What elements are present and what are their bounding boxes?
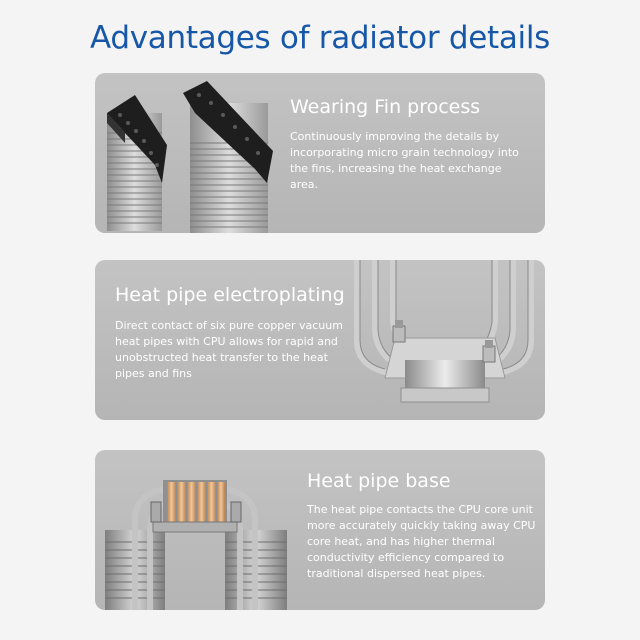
section-description: Direct contact of six pure copper vacuum… (115, 319, 343, 380)
heat-pipes-icon (354, 260, 534, 403)
section-description: Continuously improving the details by in… (290, 130, 519, 191)
section-card-heat-pipe-electroplating: Heat pipe electroplating Direct contact … (95, 260, 545, 420)
section-title: Heat pipe base (307, 470, 451, 492)
section-card-wearing-fin: Wearing Fin process Continuously improvi… (95, 73, 545, 233)
section-title: Wearing Fin process (290, 96, 481, 118)
page-title: Advantages of radiator details (90, 20, 550, 56)
section-description: The heat pipe contacts the CPU core unit… (307, 503, 536, 580)
heat-pipe-base-icon (105, 480, 287, 610)
section-title: Heat pipe electroplating (115, 284, 345, 306)
radiator-fins-icon (107, 81, 273, 233)
section-card-heat-pipe-base: Heat pipe base The heat pipe contacts th… (95, 450, 545, 610)
